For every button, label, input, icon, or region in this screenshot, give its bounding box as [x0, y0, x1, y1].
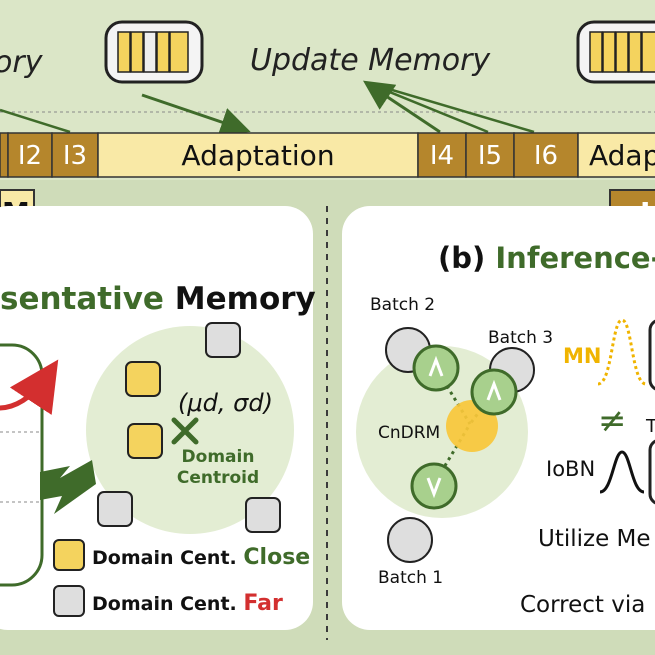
close-sample	[127, 423, 163, 459]
right-panel-title: (b) Inference-	[438, 241, 655, 275]
batch-label: Batch 3	[488, 328, 553, 348]
centroid-symbol: (μd, σd)	[178, 389, 273, 417]
memory-buffer-icon	[576, 20, 655, 84]
batch-label: Batch 2	[370, 295, 435, 315]
batch-node	[470, 368, 518, 416]
legend-far-label: Domain Cent. Far	[92, 591, 283, 616]
legend-close-label: Domain Cent. Close	[92, 545, 310, 570]
far-sample	[245, 497, 281, 533]
timeline: I2 I3 Adaptation I4 I5 I6 Adap	[0, 132, 655, 178]
cndrm-label: CnDRM	[378, 423, 440, 443]
mn-label: MN	[563, 344, 601, 368]
timeline-adaptation	[577, 132, 655, 178]
input-to-memory-line	[369, 82, 489, 134]
memory-column	[0, 343, 44, 587]
centroid-label-line1: Domain	[182, 447, 255, 467]
timeline-item-label: I4	[430, 141, 454, 171]
timeline-item	[0, 132, 9, 178]
centroid-x-icon	[171, 417, 199, 445]
legend-swatch-far	[53, 585, 85, 617]
close-sample	[125, 361, 161, 397]
input-to-memory-arrow	[363, 80, 441, 134]
timeline-adaptation	[97, 132, 419, 178]
centroid-label-line2: Centroid	[177, 468, 259, 488]
timeline-item-label: I2	[18, 141, 42, 171]
right-edge-box	[648, 319, 655, 391]
legend-swatch-close	[53, 539, 85, 571]
left-panel-title: sentative Memory	[0, 281, 316, 317]
timeline-item-label: I3	[63, 141, 87, 171]
input-to-memory-line	[371, 82, 535, 134]
memory-to-adaptation-arrow	[141, 93, 251, 137]
timeline-item	[7, 132, 53, 178]
update-memory-label: Update Memory	[250, 43, 491, 78]
t-fragment: T	[645, 416, 655, 437]
timeline-adaptation-label: Adaptation	[181, 139, 334, 172]
utilize-text: Utilize Me	[538, 526, 651, 552]
iobn-label: IoBN	[546, 457, 595, 481]
remove-arrow	[0, 359, 59, 415]
not-equal-sign: ≠	[598, 401, 627, 441]
batch-source-circle	[387, 517, 433, 563]
insert-arrow	[40, 460, 96, 514]
legend: Domain Cent. Close Domain Cent. Far	[53, 539, 310, 617]
input-to-memory-line	[0, 108, 71, 134]
batch-node	[410, 462, 458, 510]
memory-label-left: ory	[0, 45, 44, 80]
timeline-item-label: I5	[478, 141, 502, 171]
batch-label: Batch 1	[378, 568, 443, 588]
timeline-adaptation-label: Adap	[589, 139, 655, 172]
right-edge-box	[648, 439, 655, 505]
iobn-distribution-curve	[599, 450, 645, 494]
timeline-item-label: I6	[534, 141, 558, 171]
far-sample	[97, 491, 133, 527]
batch-node	[412, 344, 460, 392]
correct-text: Correct via	[520, 592, 645, 618]
memory-buffer-icon	[104, 20, 204, 84]
far-sample	[205, 322, 241, 358]
